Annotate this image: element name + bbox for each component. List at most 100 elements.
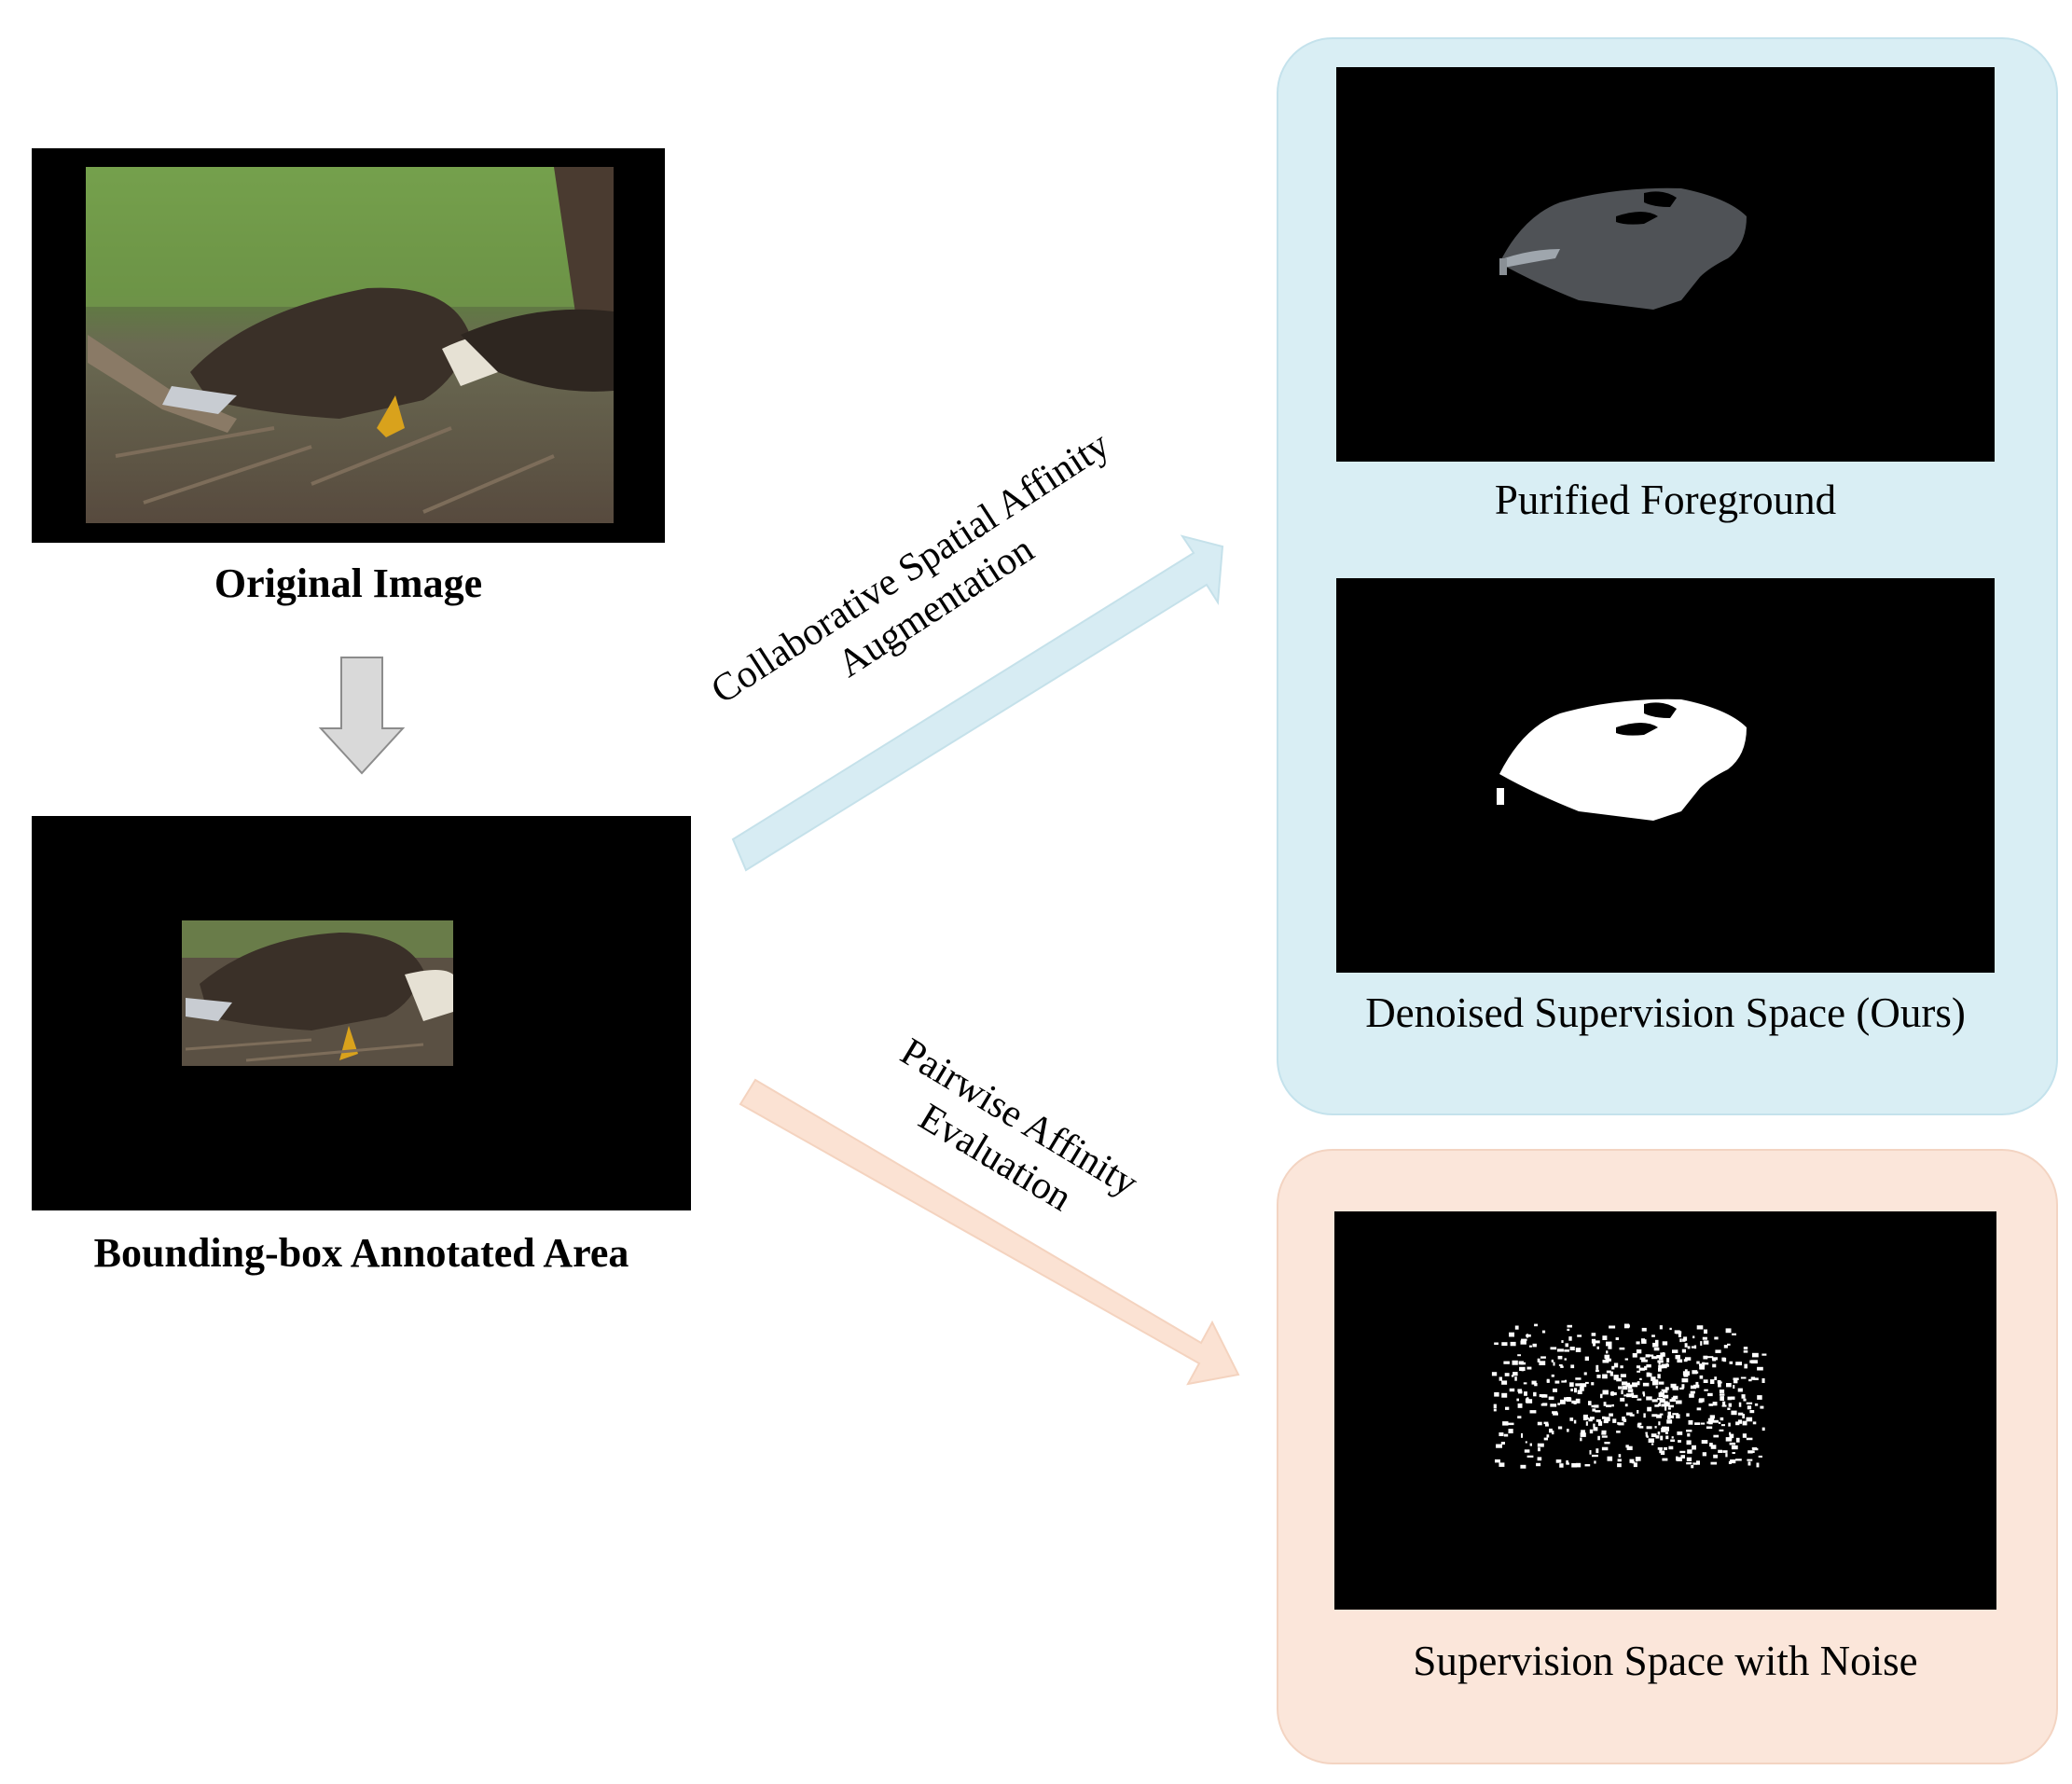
- noise-speckle: [1761, 1378, 1765, 1383]
- noise-speckle: [1594, 1460, 1596, 1464]
- noise-speckle: [1524, 1391, 1527, 1396]
- noise-speckle: [1618, 1422, 1624, 1426]
- noise-speckle: [1679, 1387, 1684, 1390]
- noise-speckle: [1593, 1427, 1598, 1431]
- noise-speckle: [1541, 1330, 1546, 1334]
- noise-speckle: [1747, 1405, 1752, 1410]
- noise-speckle: [1747, 1461, 1751, 1466]
- noise-speckle: [1725, 1437, 1733, 1442]
- noise-speckle: [1606, 1350, 1609, 1354]
- noise-speckle: [1543, 1437, 1548, 1441]
- noise-speckle: [1602, 1374, 1608, 1379]
- noise-speckle: [1654, 1426, 1657, 1429]
- noise-speckle: [1667, 1411, 1671, 1417]
- noise-speckle: [1635, 1457, 1641, 1461]
- noise-speckle: [1754, 1403, 1759, 1406]
- noise-speckle: [1646, 1435, 1649, 1438]
- noise-speckle: [1692, 1335, 1695, 1339]
- noise-speckle: [1751, 1360, 1758, 1364]
- noise-speckle: [1665, 1435, 1669, 1440]
- noise-speckle: [1606, 1341, 1612, 1347]
- noise-speckle: [1565, 1343, 1568, 1348]
- noise-speckle: [1499, 1462, 1505, 1467]
- noise-speckle: [1632, 1353, 1637, 1358]
- noise-speckle: [1751, 1447, 1758, 1450]
- noise-speckle: [1668, 1404, 1674, 1408]
- noise-speckle: [1602, 1335, 1608, 1340]
- noise-speckle: [1743, 1398, 1747, 1402]
- noise-speckle: [1693, 1384, 1700, 1389]
- noise-speckle: [1537, 1421, 1542, 1426]
- noise-speckle: [1735, 1437, 1740, 1443]
- noise-speckle: [1595, 1340, 1600, 1344]
- noise-speckle: [1568, 1336, 1572, 1341]
- noise-speckle: [1742, 1433, 1747, 1438]
- noise-speckle: [1601, 1435, 1608, 1438]
- noise-speckle: [1642, 1391, 1645, 1395]
- noise-speckle: [1727, 1343, 1731, 1346]
- noise-speckle: [1732, 1452, 1735, 1454]
- noise-speckle: [1692, 1370, 1698, 1375]
- noise-speckle: [1752, 1352, 1759, 1358]
- noise-speckle: [1503, 1433, 1509, 1437]
- noise-speckle: [1708, 1420, 1713, 1425]
- noise-speckle: [1637, 1410, 1639, 1414]
- noise-speckle: [1591, 1382, 1595, 1386]
- noise-speckle: [1709, 1415, 1715, 1419]
- noise-speckle: [1609, 1413, 1613, 1417]
- bbox-annotated-panel: [32, 816, 691, 1210]
- noise-speckle: [1753, 1377, 1759, 1380]
- noise-speckle: [1693, 1345, 1697, 1349]
- noise-speckle: [1491, 1372, 1498, 1376]
- noise-speckle: [1729, 1442, 1736, 1445]
- noise-speckle: [1661, 1427, 1666, 1432]
- noise-speckle: [1601, 1432, 1607, 1435]
- noise-speckle: [1669, 1415, 1674, 1418]
- noise-speckle: [1636, 1349, 1642, 1354]
- noise-speckle: [1501, 1342, 1508, 1347]
- noise-speckle: [1702, 1452, 1706, 1457]
- noise-speckle: [1729, 1431, 1732, 1435]
- noise-speckle: [1529, 1443, 1532, 1446]
- noise-speckle: [1546, 1379, 1550, 1383]
- noise-speckle: [1686, 1457, 1692, 1461]
- noise-speckle: [1493, 1404, 1497, 1409]
- noise-speckle: [1728, 1422, 1731, 1427]
- noise-speckle: [1651, 1433, 1657, 1437]
- noise-speckle: [1686, 1430, 1692, 1432]
- noise-speckle: [1577, 1335, 1582, 1337]
- noise-speckle: [1676, 1414, 1680, 1418]
- noise-speckle: [1520, 1464, 1526, 1469]
- noise-speckle: [1715, 1349, 1721, 1353]
- noise-speckle: [1728, 1460, 1732, 1464]
- noise-speckle: [1749, 1410, 1755, 1414]
- noise-speckle: [1636, 1365, 1641, 1369]
- noise-speckle: [1683, 1375, 1689, 1377]
- noise-speckle: [1517, 1354, 1521, 1357]
- noise-speckle: [1710, 1445, 1717, 1449]
- noise-speckle: [1651, 1443, 1654, 1445]
- noise-speckle: [1602, 1360, 1609, 1363]
- noise-speckle: [1539, 1361, 1546, 1365]
- noise-speckle: [1581, 1430, 1585, 1434]
- evaluation-arrow-icon: [739, 1078, 1240, 1386]
- noise-speckle: [1493, 1409, 1497, 1412]
- denoised-supervision-caption: Denoised Supervision Space (Ours): [1365, 989, 1966, 1036]
- noise-speckle: [1543, 1421, 1549, 1425]
- noise-speckle: [1533, 1391, 1537, 1397]
- noise-speckle: [1615, 1337, 1619, 1340]
- noise-speckle: [1738, 1402, 1742, 1407]
- noise-speckle: [1595, 1364, 1599, 1370]
- noise-speckle: [1651, 1376, 1656, 1381]
- noise-speckle: [1656, 1414, 1662, 1418]
- noise-speckle: [1589, 1417, 1595, 1420]
- noise-speckle: [1735, 1421, 1740, 1426]
- noise-speckle: [1576, 1462, 1582, 1468]
- noise-speckle: [1696, 1407, 1702, 1411]
- noise-speckle: [1631, 1461, 1636, 1464]
- noise-speckle: [1718, 1421, 1721, 1424]
- noise-speckle: [1524, 1449, 1530, 1453]
- noise-speckle: [1595, 1410, 1601, 1413]
- noise-speckle: [1733, 1377, 1739, 1380]
- noise-speckle: [1582, 1414, 1588, 1418]
